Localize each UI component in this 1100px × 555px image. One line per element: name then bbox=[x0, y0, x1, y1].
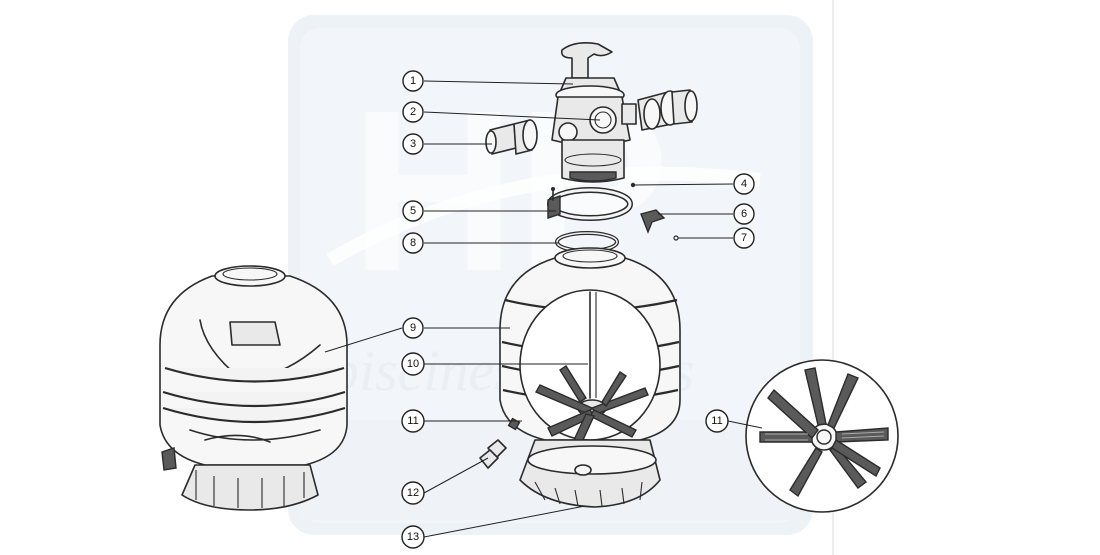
svg-text:4: 4 bbox=[741, 178, 747, 190]
svg-text:6: 6 bbox=[741, 208, 747, 220]
bracket-part-6 bbox=[640, 209, 666, 234]
svg-text:10: 10 bbox=[407, 358, 419, 370]
union-fitting-left bbox=[485, 119, 538, 155]
union-fitting-right bbox=[637, 89, 698, 131]
callout-13: 13 bbox=[401, 525, 425, 549]
callout-2: 2 bbox=[402, 101, 424, 123]
lateral-hub bbox=[535, 365, 649, 443]
svg-text:2: 2 bbox=[410, 106, 416, 118]
callout-12: 12 bbox=[401, 481, 425, 505]
callout-1: 1 bbox=[402, 70, 424, 92]
clamp-bolt bbox=[547, 195, 561, 219]
callout-11-tank: 11 bbox=[401, 409, 425, 433]
filter-tank-cutaway bbox=[499, 247, 681, 508]
svg-text:12: 12 bbox=[407, 487, 419, 499]
drain-plug bbox=[479, 417, 521, 469]
svg-text:7: 7 bbox=[741, 232, 747, 244]
callout-11-detail: 11 bbox=[705, 409, 729, 433]
svg-text:9: 9 bbox=[410, 322, 416, 334]
filter-tank-assembled bbox=[159, 265, 348, 511]
clamp-ring bbox=[547, 187, 633, 221]
svg-text:11: 11 bbox=[711, 415, 722, 427]
svg-text:3: 3 bbox=[410, 138, 416, 150]
left-tank-base bbox=[181, 464, 319, 511]
valve-handle bbox=[560, 42, 613, 79]
callout-3: 3 bbox=[402, 133, 424, 155]
callout-10: 10 bbox=[401, 352, 425, 376]
svg-text:8: 8 bbox=[410, 237, 416, 249]
left-tank-label-plate bbox=[229, 321, 281, 346]
callout-4: 4 bbox=[733, 173, 755, 195]
callout-5: 5 bbox=[402, 200, 424, 222]
callout-6: 6 bbox=[733, 203, 755, 225]
lateral-detail-zoom bbox=[745, 359, 899, 513]
callout-7: 7 bbox=[733, 227, 755, 249]
multiport-valve bbox=[551, 42, 637, 183]
left-tank-drain bbox=[161, 447, 177, 471]
svg-text:13: 13 bbox=[407, 531, 419, 543]
svg-text:5: 5 bbox=[410, 205, 416, 217]
svg-text:1: 1 bbox=[410, 75, 416, 87]
callout-9: 9 bbox=[402, 317, 424, 339]
leader-lines bbox=[324, 80, 763, 538]
svg-text:11: 11 bbox=[407, 415, 418, 427]
callout-8: 8 bbox=[402, 232, 424, 254]
